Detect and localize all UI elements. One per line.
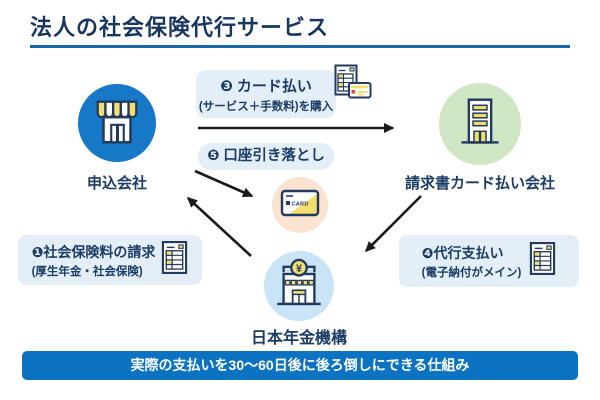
step1-insurance-claim-box: ❶社会保険料の請求 (厚生年金・社会保険) [18,235,202,285]
applicant-label: 申込会社 [86,175,147,192]
applicant-circle [78,84,156,162]
yen-symbol: ¥ [296,262,302,274]
credit-card-circle: CARD [272,177,328,233]
step5-label: ❺ 口座引き落とし [207,148,325,164]
storefront-icon [90,94,144,153]
pension-circle: ¥ [264,251,334,321]
step3-sub: (サービス＋手数料)を購入 [198,101,334,113]
step3-card-payment-box: ❸ カード払い (サービス＋手数料)を購入 [196,70,336,118]
step4-label: ❹代行支払い [421,244,504,261]
credit-card-text: CARD [292,201,309,207]
credit-card-icon: CARD [280,189,320,222]
step3-label: ❸ カード払い [220,78,312,95]
invoice-icon [529,241,556,281]
office-building-icon [454,95,506,154]
step4-proxy-payment-box: ❹代行支払い (電子納付がメイン) [399,235,579,287]
title-underline [30,45,570,48]
step4-sub: (電子納付がメイン) [421,266,522,279]
pension-label: 日本年金機構 [250,330,347,347]
card-company-circle [439,83,521,165]
step1-sub: (厚生年金・社会保険) [31,265,143,278]
footer-text: 実際の支払いを30〜60日後に後ろ倒しにできる仕組み [130,357,470,373]
page-title: 法人の社会保険代行サービス [30,15,330,40]
footer-banner: 実際の支払いを30〜60日後に後ろ倒しにできる仕組み [22,351,578,380]
card-company-label: 請求書カード払い会社 [404,175,555,192]
arrow-applicant-to-card [194,169,254,198]
step1-label: ❶社会保険料の請求 [31,243,156,260]
invoice-card-icon [334,64,372,105]
invoice-icon [161,240,188,280]
bank-icon: ¥ [270,258,328,315]
step5-direct-debit-box: ❺ 口座引き落とし [198,143,334,170]
